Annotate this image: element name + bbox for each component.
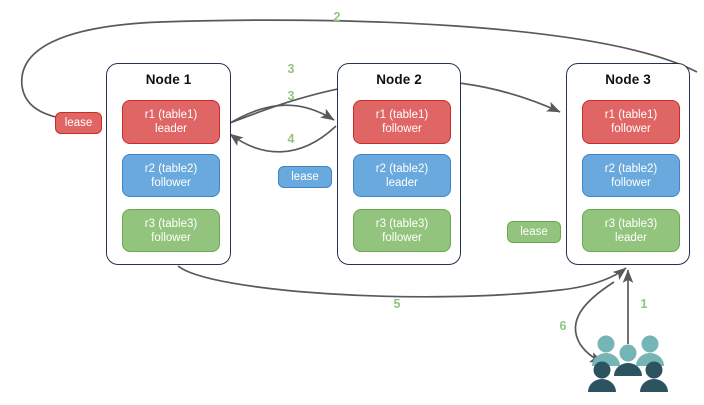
- node-2-replica-r1-line2: follower: [382, 123, 422, 135]
- node-1-title: Node 1: [145, 72, 192, 87]
- node-3-replica-r2-line1: r2 (table2): [604, 162, 658, 175]
- node-3-container[interactable]: Node 3 r1 (table1) follower r2 (table2) …: [566, 63, 690, 265]
- step-label-4: 4: [287, 132, 295, 146]
- node-2-replica-r3[interactable]: r3 (table3) follower: [353, 209, 451, 252]
- node-2-replica-r2-line2: leader: [386, 176, 418, 189]
- step-label-1: 1: [640, 297, 648, 311]
- node-1-replica-r2-line1: r2 (table2): [144, 162, 198, 175]
- node-1-replica-r3-line1: r3 (table3): [144, 217, 198, 230]
- node-1-replica-r1[interactable]: r1 (table1) leader: [122, 100, 220, 144]
- node-2-replica-r1[interactable]: r1 (table1) follower: [353, 100, 451, 144]
- arrow-step-5: [177, 265, 627, 298]
- lease-badge-table1[interactable]: lease: [55, 112, 102, 134]
- node-1-replica-r2-line2: follower: [151, 176, 191, 189]
- node-2-replica-r2-line1: r2 (table2): [375, 162, 429, 175]
- step-label-2: 2: [333, 10, 341, 24]
- node-3-replica-r3[interactable]: r3 (table3) leader: [582, 209, 680, 252]
- step-label-5: 5: [393, 297, 401, 311]
- node-3-replica-r3-line1: r3 (table3): [604, 217, 658, 230]
- node-2-replica-r3-line2: follower: [382, 231, 422, 244]
- node-2-replica-r2[interactable]: r2 (table2) leader: [353, 154, 451, 197]
- lease-badge-table3[interactable]: lease: [507, 221, 561, 243]
- node-3-replica-r2-line2: follower: [611, 176, 651, 189]
- node-2-container[interactable]: Node 2 r1 (table1) follower r2 (table2) …: [337, 63, 461, 265]
- node-1-replica-r1-line2: leader: [155, 123, 187, 135]
- node-1-container[interactable]: Node 1 r1 (table1) leader r2 (table2) fo…: [106, 63, 231, 265]
- lease-badge-table2[interactable]: lease: [278, 166, 332, 188]
- node-3-replica-r2[interactable]: r2 (table2) follower: [582, 154, 680, 197]
- node-1-replica-r1-line1: r1 (table1): [144, 109, 198, 121]
- step-label-6: 6: [559, 319, 567, 333]
- node-3-replica-r1[interactable]: r1 (table1) follower: [582, 100, 680, 144]
- node-3-replica-r3-line2: leader: [615, 231, 647, 244]
- node-1-replica-r3[interactable]: r3 (table3) follower: [122, 209, 220, 252]
- node-3-replica-r1-line1: r1 (table1): [604, 109, 658, 121]
- step-label-3a: 3: [287, 62, 295, 76]
- node-2-replica-r1-line1: r1 (table1): [375, 109, 429, 121]
- node-3-title: Node 3: [605, 72, 651, 87]
- users-group-icon: [588, 335, 668, 392]
- arrow-step-3-middle: [221, 104, 335, 129]
- node-3-replica-r1-line2: follower: [611, 123, 651, 135]
- node-2-replica-r3-line1: r3 (table3): [375, 217, 429, 230]
- step-label-3b: 3: [287, 89, 295, 103]
- node-1-replica-r2[interactable]: r2 (table2) follower: [122, 154, 220, 197]
- node-1-replica-r3-line2: follower: [151, 231, 191, 244]
- node-2-title: Node 2: [376, 72, 422, 87]
